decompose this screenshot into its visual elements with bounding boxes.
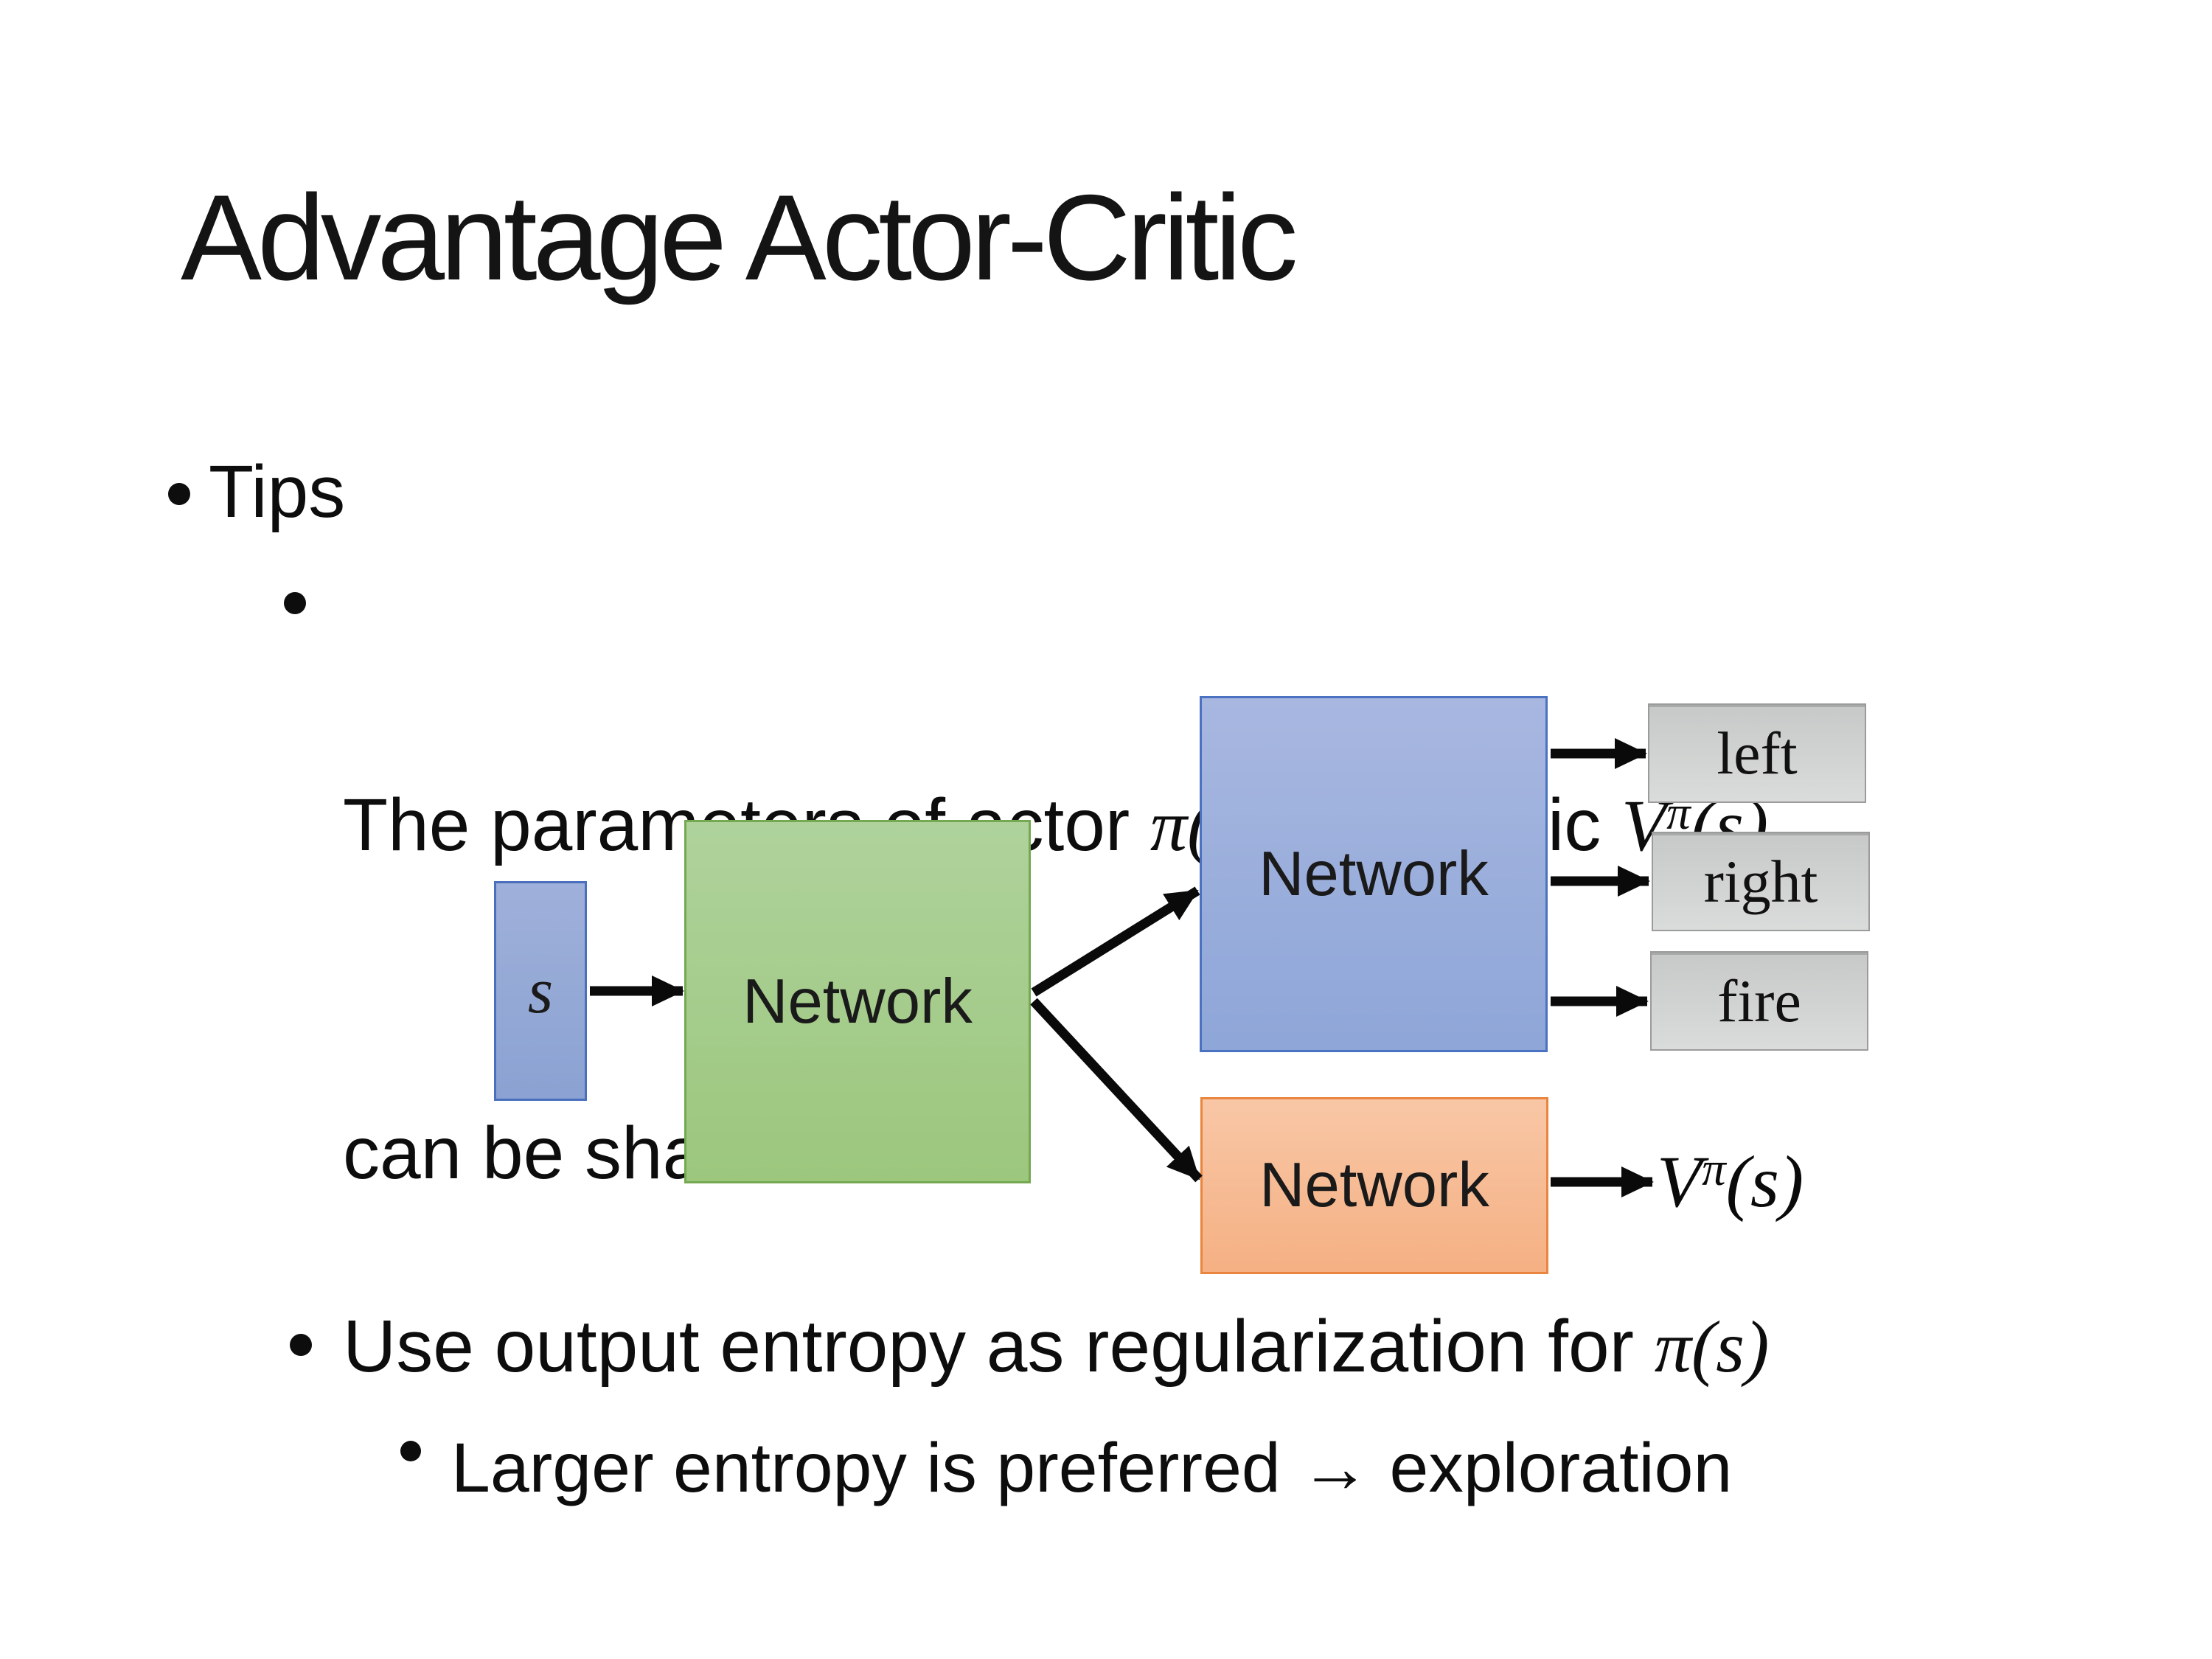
bullet-exploration: Larger entropy is preferred → exploratio… [451, 1429, 1733, 1507]
critic-network-box: Network [1200, 1097, 1548, 1274]
action-label-right: right [1703, 847, 1818, 915]
shared-network-label: Network [742, 966, 973, 1037]
state-input-box: s [494, 881, 587, 1101]
critic-output-args: (s) [1725, 1141, 1804, 1222]
actor-network-label: Network [1259, 838, 1489, 909]
state-input-label: s [527, 955, 554, 1027]
critic-output-base: V [1657, 1141, 1703, 1222]
bullet-tips: Tips [209, 451, 346, 533]
policy-math: π(s) [1654, 1306, 1770, 1388]
action-box-right: right [1652, 832, 1870, 931]
slide-title: Advantage Actor-Critic [181, 170, 1298, 305]
action-box-fire: fire [1650, 951, 1868, 1051]
bullet-dot [400, 1441, 421, 1461]
bullet-entropy: Use output entropy as regularization for… [343, 1310, 1769, 1384]
bullet-dot [284, 592, 306, 614]
action-label-left: left [1717, 719, 1798, 787]
actor-network-box: Network [1200, 696, 1548, 1052]
action-label-fire: fire [1717, 967, 1801, 1034]
critic-output-sup: π [1702, 1142, 1726, 1196]
critic-output-value: Vπ(s) [1657, 1141, 1804, 1222]
entropy-text: Use output entropy as regularization for [343, 1305, 1655, 1388]
bullet-dot [168, 483, 190, 505]
shared-network-box: Network [684, 820, 1031, 1183]
action-box-left: left [1648, 703, 1866, 803]
critic-network-label: Network [1259, 1150, 1489, 1220]
bullet-dot [290, 1334, 312, 1356]
